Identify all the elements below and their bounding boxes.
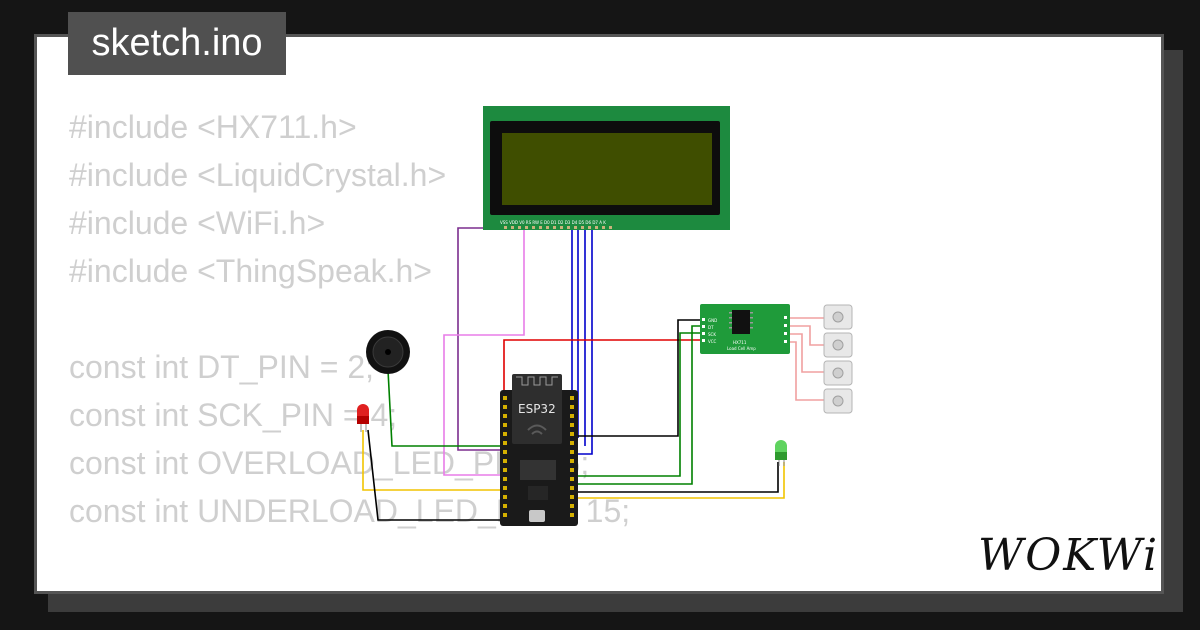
file-tab[interactable]: sketch.ino xyxy=(68,12,286,75)
green-led[interactable] xyxy=(775,440,787,466)
code-line: #include <LiquidCrystal.h> xyxy=(69,157,447,193)
wire-yellow-red-led xyxy=(362,430,515,491)
esp32-label: ESP32 xyxy=(518,402,556,416)
hx711-module[interactable]: HX711 Load Cell Amp GND DT SCK VCC xyxy=(700,304,790,354)
wire-black-red-led xyxy=(367,429,515,521)
wire-red-vcc xyxy=(503,339,704,395)
code-line: const int DT_PIN = 2; xyxy=(69,349,375,385)
hx711-pin-vcc: VCC xyxy=(708,339,717,344)
wokwi-logo[interactable]: WOKWi xyxy=(978,528,1158,584)
load-cell-4[interactable] xyxy=(823,388,853,414)
wokwi-logo-text: WOKWi xyxy=(978,530,1158,581)
wire-black-gnd xyxy=(572,319,704,437)
red-led[interactable] xyxy=(357,404,369,432)
hx711-sublabel: Load Cell Amp xyxy=(727,346,756,351)
lcd-pin-labels: VSS VDD V0 RS RW E D0 D1 D2 D3 D4 D5 D6 … xyxy=(500,220,606,225)
wire-black-green-led xyxy=(572,462,779,493)
esp32-right-pins xyxy=(570,396,574,517)
wire-loadcell-2 xyxy=(790,325,826,346)
wire-loadcell-4 xyxy=(790,341,826,401)
buzzer[interactable] xyxy=(366,330,410,374)
wire-green-buzzer xyxy=(387,369,515,447)
hx711-pin-sck: SCK xyxy=(708,332,716,337)
code-line: #include <ThingSpeak.h> xyxy=(69,253,432,289)
hx711-label: HX711 xyxy=(733,340,747,345)
load-cell-1[interactable] xyxy=(823,304,853,330)
code-line: #include <WiFi.h> xyxy=(69,205,326,241)
esp32-left-pins xyxy=(503,396,507,517)
wire-green-sck xyxy=(572,332,704,477)
wire-green-dt xyxy=(572,325,704,485)
wire-loadcell-3 xyxy=(790,333,826,373)
wires xyxy=(362,227,826,521)
code-line: #include <HX711.h> xyxy=(69,109,357,145)
usb-port xyxy=(529,510,545,522)
hx711-pin-gnd: GND xyxy=(708,318,717,323)
load-cell-3[interactable] xyxy=(823,360,853,386)
code-line: const int UNDERLOAD_LED_PIN = 15; xyxy=(69,493,631,529)
wifi-icon xyxy=(527,424,547,435)
lcd-pin-row xyxy=(504,226,612,229)
esp32-board[interactable]: ESP32 xyxy=(500,374,578,526)
lcd-display[interactable]: VSS VDD V0 RS RW E D0 D1 D2 D3 D4 D5 D6 … xyxy=(483,106,730,230)
wire-blue-4 xyxy=(572,228,593,455)
code-preview: #include <HX711.h> #include <LiquidCrysta… xyxy=(69,103,630,535)
wire-yellow-green-led xyxy=(572,462,785,499)
hx711-pin-dt: DT xyxy=(708,325,714,330)
load-cells xyxy=(823,304,853,414)
wire-pink xyxy=(443,228,525,476)
load-cell-2[interactable] xyxy=(823,332,853,358)
code-line: const int SCK_PIN = 4; xyxy=(69,397,398,433)
